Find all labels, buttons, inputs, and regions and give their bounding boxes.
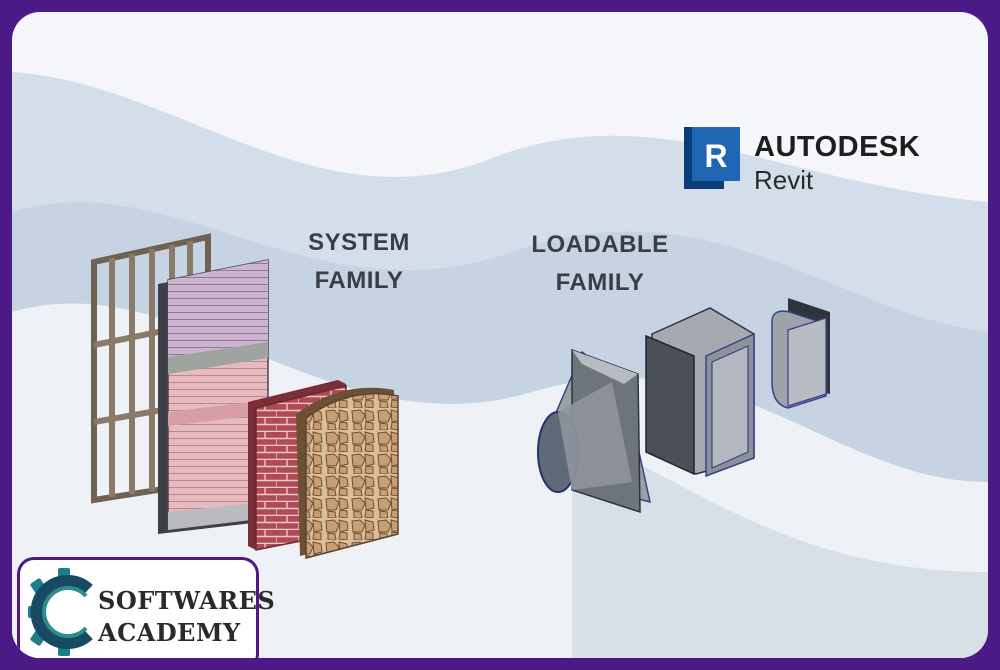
badge-line-2: ACADEMY [98,618,241,647]
loadable-family-label: LOADABLE FAMILY [515,226,685,302]
stone-wall [296,387,399,559]
softwares-academy-badge: SOFTWARES ACADEMY [20,560,275,658]
gear-c-icon [28,568,93,656]
loadable-label-line1: LOADABLE [531,231,669,258]
revit-icon-letter: R [704,138,727,174]
loadable-label-line2: FAMILY [555,269,645,296]
system-label-line2: FAMILY [314,267,404,294]
duct-elbow [771,298,830,409]
brand-product: Revit [754,165,814,195]
slide-frame: SYSTEM FAMILY LOADABLE FAMILY R AUTODESK… [12,12,988,658]
system-label-line1: SYSTEM [308,229,410,256]
duct-transition [537,348,651,514]
siding-wall [158,259,269,534]
revit-logo-icon: R [684,127,740,189]
duct-section [645,307,755,478]
badge-line-1: SOFTWARES [98,586,276,615]
illustration [91,233,830,559]
system-family-label: SYSTEM FAMILY [284,224,434,300]
brand-name: AUTODESK [754,131,921,163]
